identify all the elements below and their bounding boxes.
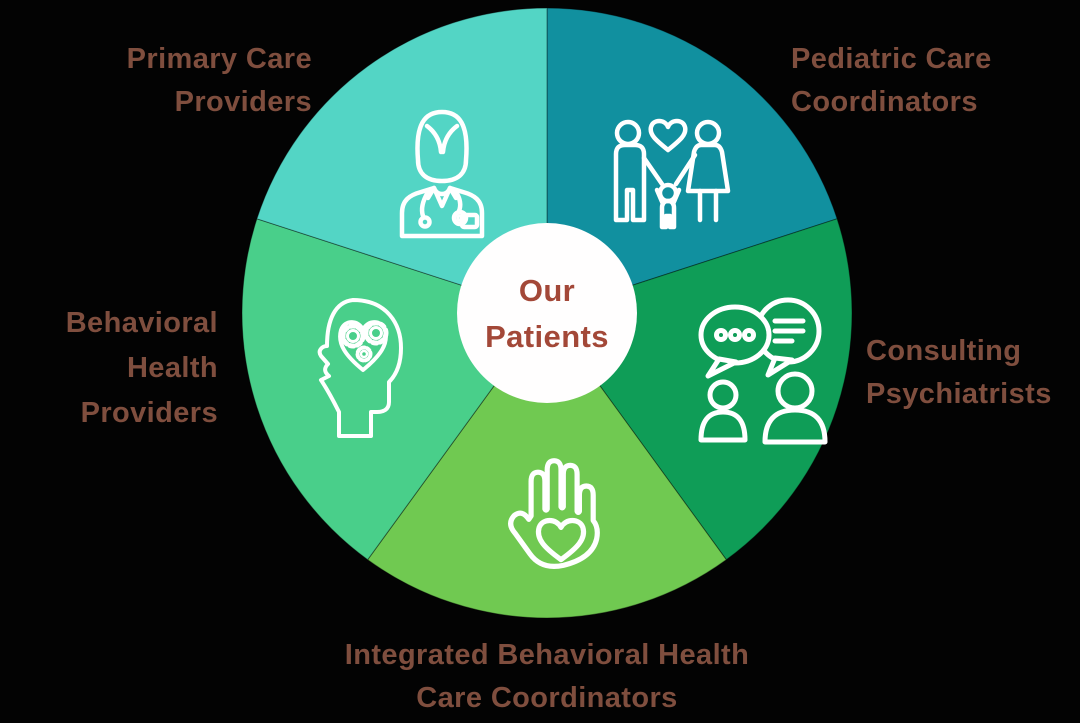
label-pediatric-care-coordinators: Pediatric Care Coordinators xyxy=(791,38,1071,124)
label-primary-care-providers: Primary Care Providers xyxy=(30,38,312,124)
head-gears-icon xyxy=(317,298,403,438)
center-hub-circle xyxy=(457,223,637,403)
label-line: Behavioral xyxy=(65,307,218,339)
label-consulting-psychiatrists: Consulting Psychiatrists xyxy=(866,330,1080,416)
label-line: Consulting xyxy=(866,335,1022,367)
center-label-line: Our xyxy=(518,273,576,308)
label-line: Psychiatrists xyxy=(866,378,1052,410)
center-label-our-patients: Our Patients xyxy=(447,268,647,360)
doctor-icon xyxy=(399,109,485,239)
label-line: Health xyxy=(126,352,218,384)
label-behavioral-health-providers: Behavioral Health Providers xyxy=(0,301,218,436)
label-integrated-behavioral-health-care-coordinators: Integrated Behavioral Health Care Coordi… xyxy=(240,634,854,720)
label-line: Coordinators xyxy=(791,86,978,118)
label-line: Care Coordinators xyxy=(416,682,678,714)
label-line: Primary Care xyxy=(126,43,312,75)
label-line: Providers xyxy=(80,397,218,429)
center-label-line: Patients xyxy=(485,319,609,354)
label-line: Providers xyxy=(174,86,312,118)
label-line: Pediatric Care xyxy=(791,43,992,75)
chat-people-icon xyxy=(698,297,828,445)
family-heart-icon xyxy=(613,118,731,230)
hand-heart-icon xyxy=(508,458,600,569)
label-line: Integrated Behavioral Health xyxy=(344,639,750,671)
